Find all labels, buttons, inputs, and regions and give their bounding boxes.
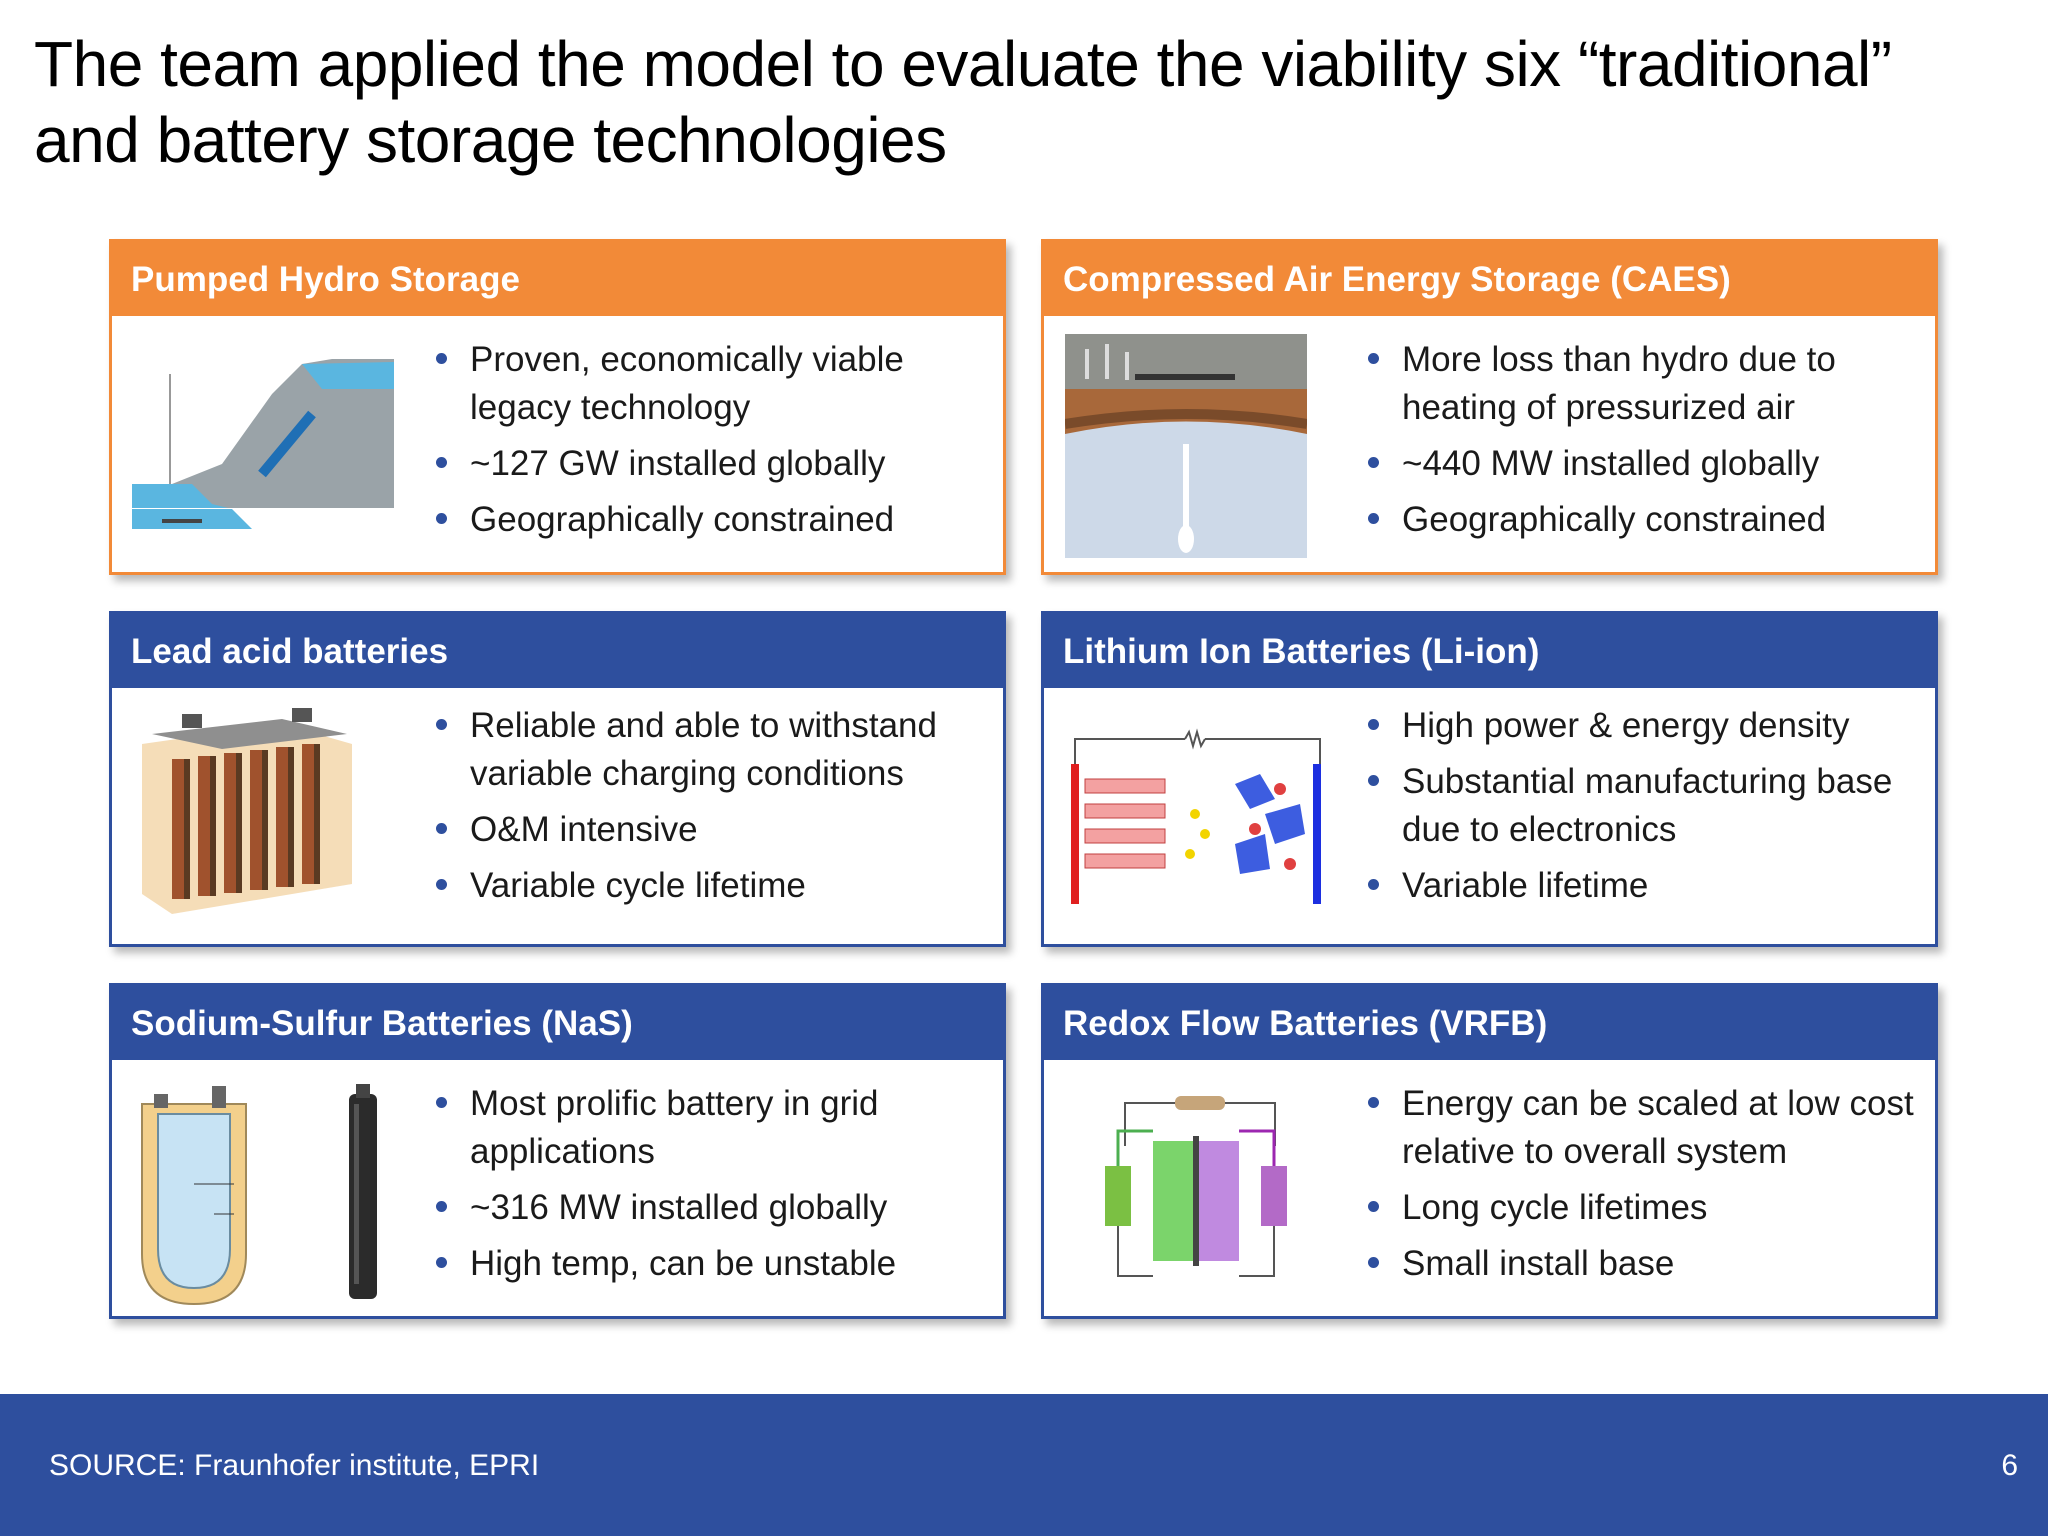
card-heading: Lithium Ion Batteries (Li-ion) <box>1044 614 1935 688</box>
card-nas: Sodium-Sulfur Batteries (NaS) Most proli… <box>109 983 1006 1319</box>
bullet-item: Geographically constrained <box>432 496 993 544</box>
bullet-item: Most prolific battery in grid applicatio… <box>432 1080 993 1176</box>
card-heading: Sodium-Sulfur Batteries (NaS) <box>112 986 1003 1060</box>
bullet-item: ~440 MW installed globally <box>1364 440 1925 488</box>
bullet-item: High temp, can be unstable <box>432 1240 993 1288</box>
footer-bar <box>0 1394 2048 1536</box>
bullet-item: High power & energy density <box>1364 702 1925 750</box>
bullet-list: Most prolific battery in grid applicatio… <box>432 1080 993 1296</box>
card-heading: Redox Flow Batteries (VRFB) <box>1044 986 1935 1060</box>
bullet-item: Long cycle lifetimes <box>1364 1184 1925 1232</box>
bullet-list: Reliable and able to withstand variable … <box>432 702 993 918</box>
bullet-list: Proven, economically viable legacy techn… <box>432 336 993 552</box>
bullet-item: Small install base <box>1364 1240 1925 1288</box>
pumped-hydro-diagram-icon <box>132 334 394 558</box>
page-number: 6 <box>2001 1449 2018 1482</box>
bullet-item: Proven, economically viable legacy techn… <box>432 336 993 432</box>
card-heading: Compressed Air Energy Storage (CAES) <box>1044 242 1935 316</box>
bullet-item: Variable lifetime <box>1364 862 1925 910</box>
card-heading: Lead acid batteries <box>112 614 1003 688</box>
bullet-item: Geographically constrained <box>1364 496 1925 544</box>
caes-diagram-icon <box>1065 334 1307 558</box>
bullet-item: Reliable and able to withstand variable … <box>432 702 993 798</box>
card-li-ion: Lithium Ion Batteries (Li-ion) <box>1041 611 1938 947</box>
card-lead-acid: Lead acid batteries <box>109 611 1006 947</box>
bullet-list: High power & energy density Substantial … <box>1364 702 1925 918</box>
bullet-item: O&M intensive <box>432 806 993 854</box>
card-heading: Pumped Hydro Storage <box>112 242 1003 316</box>
bullet-list: Energy can be scaled at low cost relativ… <box>1364 1080 1925 1296</box>
bullet-item: Energy can be scaled at low cost relativ… <box>1364 1080 1925 1176</box>
slide-title: The team applied the model to evaluate t… <box>34 28 1892 176</box>
card-vrfb: Redox Flow Batteries (VRFB) Energy can b… <box>1041 983 1938 1319</box>
bullet-item: ~127 GW installed globally <box>432 440 993 488</box>
bullet-list: More loss than hydro due to heating of p… <box>1364 336 1925 552</box>
lead-acid-battery-illustration-icon <box>132 704 394 926</box>
li-ion-cell-diagram-icon <box>1065 704 1327 926</box>
nas-battery-diagram-icon <box>134 1074 414 1306</box>
card-pumped-hydro: Pumped Hydro Storage Proven, economicall… <box>109 239 1006 575</box>
redox-flow-diagram-icon <box>1065 1086 1327 1298</box>
bullet-item: More loss than hydro due to heating of p… <box>1364 336 1925 432</box>
card-caes: Compressed Air Energy Storage (CAES) Mor… <box>1041 239 1938 575</box>
bullet-item: Substantial manufacturing base due to el… <box>1364 758 1925 854</box>
bullet-item: Variable cycle lifetime <box>432 862 993 910</box>
source-note: SOURCE: Fraunhofer institute, EPRI <box>49 1449 540 1482</box>
bullet-item: ~316 MW installed globally <box>432 1184 993 1232</box>
